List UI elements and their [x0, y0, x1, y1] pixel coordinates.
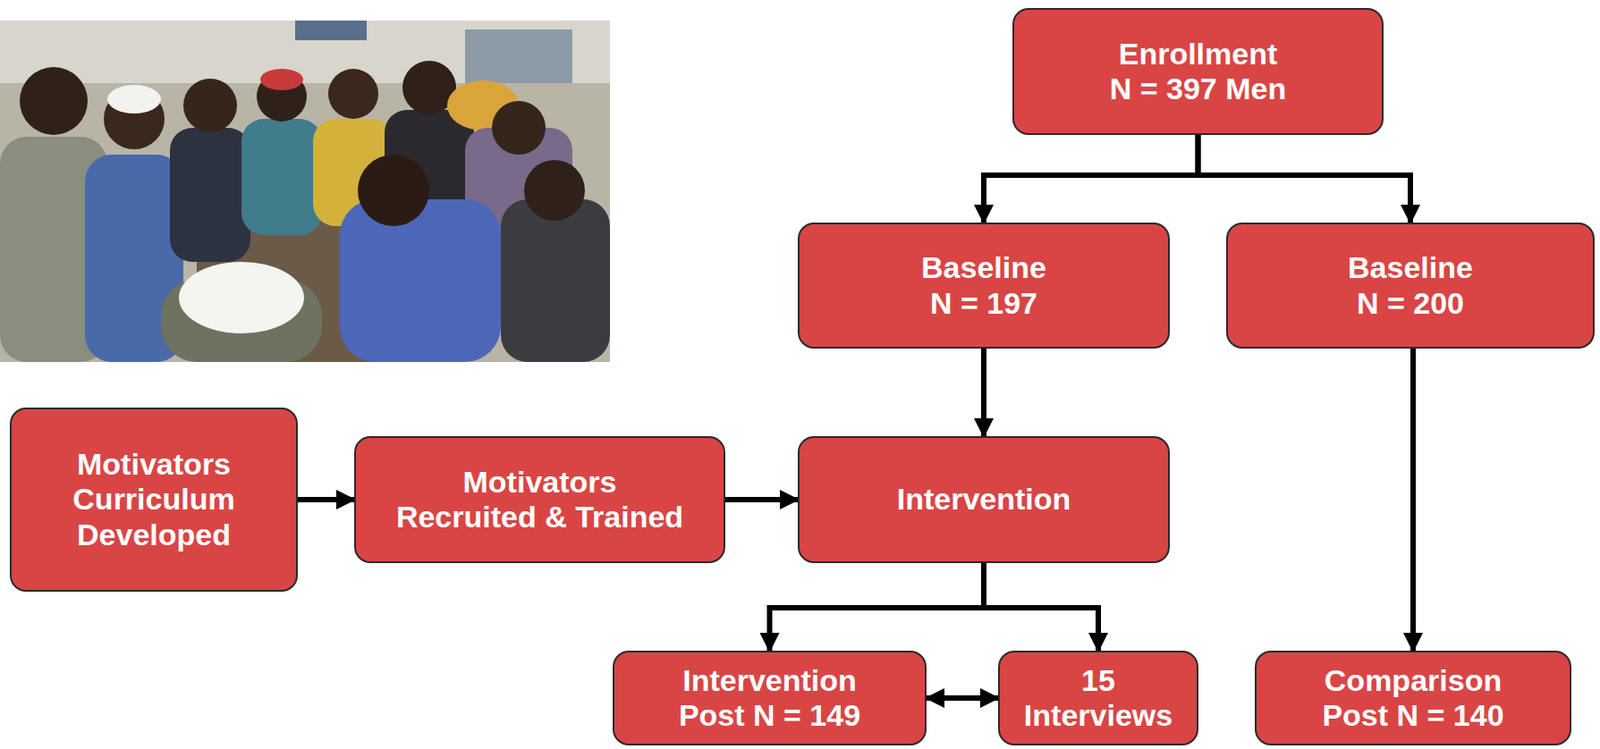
box-text: Enrollment — [1118, 36, 1279, 72]
box-text: Motivators Curriculum Developed — [22, 447, 286, 552]
process-box: ComparisonPost N = 140 — [1254, 651, 1572, 746]
process-box: MotivatorsRecruited & Trained — [354, 436, 726, 564]
flow-arrow — [983, 563, 1099, 652]
process-box: InterventionPost N = 149 — [612, 651, 927, 746]
poster — [295, 20, 367, 41]
box-text: Post N = 140 — [1321, 698, 1504, 734]
flow-arrow — [770, 563, 985, 652]
box-text: Recruited & Trained — [396, 499, 684, 535]
photo-background — [0, 20, 610, 363]
box-text: Intervention — [897, 482, 1072, 517]
flow-arrow — [981, 348, 987, 437]
flow-arrow — [983, 135, 1199, 223]
flow-arrow — [1198, 135, 1412, 223]
box-text: N = 197 — [930, 286, 1038, 322]
box-text: Baseline — [921, 250, 1047, 286]
process-box: Motivators Curriculum Developed — [9, 407, 298, 593]
people — [0, 60, 610, 363]
box-text: Comparison — [1324, 663, 1502, 699]
process-box: 15Interviews — [998, 651, 1199, 746]
process-box: EnrollmentN = 397 Men — [1012, 8, 1384, 136]
process-box: BaselineN = 200 — [1226, 222, 1595, 349]
box-text: Interviews — [1024, 698, 1173, 734]
process-box: BaselineN = 197 — [797, 222, 1170, 349]
wall — [0, 20, 610, 84]
group-photo — [0, 20, 610, 363]
flow-arrow — [297, 497, 355, 503]
box-text: Post N = 149 — [678, 698, 861, 734]
box-text: Baseline — [1347, 250, 1474, 286]
box-text: 15 — [1081, 663, 1116, 699]
flow-arrow — [926, 695, 999, 702]
flow-arrow — [1410, 348, 1416, 652]
box-text: Motivators — [463, 465, 618, 500]
box-text: N = 397 Men — [1109, 71, 1287, 107]
process-box: Intervention — [797, 436, 1170, 564]
box-text: N = 200 — [1356, 286, 1465, 322]
box-text: Intervention — [682, 663, 857, 699]
flow-arrow — [725, 497, 798, 503]
window — [465, 29, 573, 84]
